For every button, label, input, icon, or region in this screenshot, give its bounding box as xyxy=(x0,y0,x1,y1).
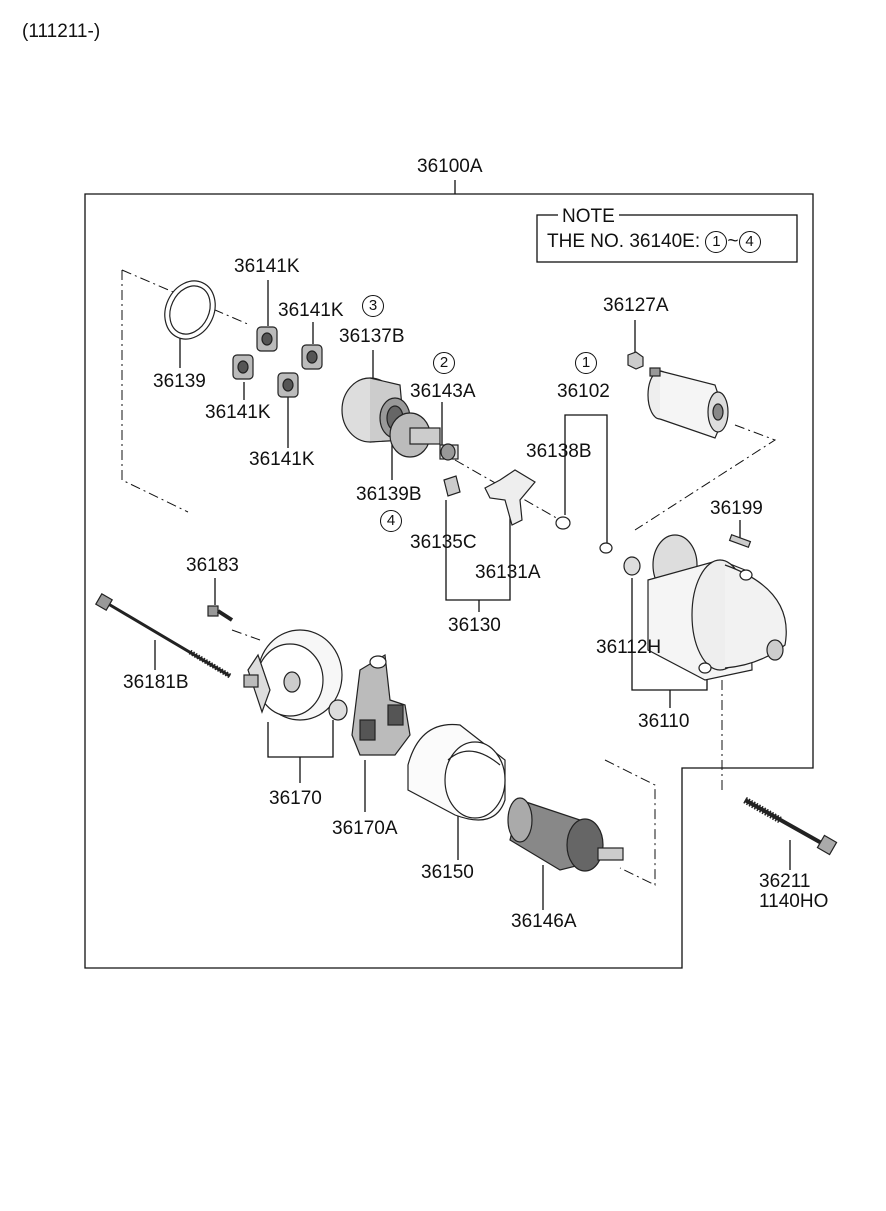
part-label-36181B[interactable]: 36181B xyxy=(123,672,189,693)
nut-36127A-icon xyxy=(627,351,644,370)
bracket-36102 xyxy=(564,414,608,545)
gear-housing-icon xyxy=(341,377,411,443)
part-label-36170A[interactable]: 36170A xyxy=(332,818,398,839)
yoke-icon xyxy=(407,723,506,821)
front-housing-icon xyxy=(647,534,787,681)
part-label-36131A[interactable]: 36131A xyxy=(475,562,541,583)
part-label-36112H[interactable]: 36112H xyxy=(596,637,662,658)
part-label-36139[interactable]: 36139 xyxy=(153,371,206,392)
callout-2: 2 xyxy=(433,352,455,374)
overrunning-clutch-icon xyxy=(389,412,459,461)
part-label-36130[interactable]: 36130 xyxy=(448,615,501,636)
rear-bracket-icon xyxy=(243,629,343,721)
ring-36139-icon xyxy=(164,280,216,340)
part-label-36138B[interactable]: 36138B xyxy=(526,441,592,462)
header-code: (111211-) xyxy=(22,21,101,42)
part-label-1140HO[interactable]: 1140HO xyxy=(759,891,829,912)
part-label-36141K[interactable]: 36141K xyxy=(278,300,344,321)
part-label-36146A[interactable]: 36146A xyxy=(511,911,577,932)
planet-gear-icon xyxy=(256,326,278,352)
drive-lever-icon xyxy=(484,469,536,526)
note-range-separator: ~ xyxy=(727,231,739,253)
part-label-36102[interactable]: 36102 xyxy=(557,381,610,402)
part-label-36141K[interactable]: 36141K xyxy=(249,449,315,470)
note-title: NOTE xyxy=(558,206,619,228)
brush-holder-icon xyxy=(351,654,411,756)
assembly-boundary xyxy=(84,193,814,969)
planet-gear-icon xyxy=(232,354,254,380)
part-label-36150[interactable]: 36150 xyxy=(421,862,474,883)
guide-line-frame xyxy=(231,629,261,641)
bracket-36130 xyxy=(445,500,511,601)
screw-36183-icon xyxy=(207,605,234,622)
bracket-36170 xyxy=(267,720,334,758)
part-label-36137B[interactable]: 36137B xyxy=(339,326,405,347)
bush-36112H-icon xyxy=(623,556,641,576)
part-label-36143A[interactable]: 36143A xyxy=(410,381,476,402)
armature-icon xyxy=(507,797,624,872)
part-label-36199[interactable]: 36199 xyxy=(710,498,763,519)
planet-gear-icon xyxy=(277,372,299,398)
part-label-36135C[interactable]: 36135C xyxy=(410,532,477,553)
part-label-36141K[interactable]: 36141K xyxy=(234,256,300,277)
part-label-36110[interactable]: 36110 xyxy=(638,711,690,732)
through-bolt-icon xyxy=(94,592,232,679)
note-box xyxy=(536,214,798,263)
part-label-36141K[interactable]: 36141K xyxy=(205,402,271,423)
part-label-36170[interactable]: 36170 xyxy=(269,788,322,809)
mounting-bolt-icon xyxy=(743,796,838,856)
assembly-number[interactable]: 36100A xyxy=(417,156,483,177)
note-text-label: THE NO. 36140E: xyxy=(547,231,701,253)
stopper-icon xyxy=(443,475,461,497)
part-label-36211[interactable]: 36211 xyxy=(759,871,811,892)
note-text: THE NO. 36140E: 1~4 xyxy=(547,231,761,253)
planet-gear-icon xyxy=(301,344,323,370)
part-label-36139B[interactable]: 36139B xyxy=(356,484,422,505)
screw-36199-icon xyxy=(728,533,752,549)
washer-36102-icon xyxy=(599,542,613,554)
callout-1: 1 xyxy=(575,352,597,374)
bearing-icon xyxy=(328,699,348,721)
part-label-36127A[interactable]: 36127A xyxy=(603,295,669,316)
callout-3: 3 xyxy=(362,295,384,317)
guide-line-armature xyxy=(604,759,656,886)
callout-4: 4 xyxy=(380,510,402,532)
washer-36138B-icon xyxy=(555,516,571,530)
note-range-end: 4 xyxy=(738,231,761,253)
solenoid-icon xyxy=(647,367,729,439)
note-range-start: 1 xyxy=(705,231,728,253)
part-label-36183[interactable]: 36183 xyxy=(186,555,239,576)
guide-line-solenoid xyxy=(634,424,777,531)
